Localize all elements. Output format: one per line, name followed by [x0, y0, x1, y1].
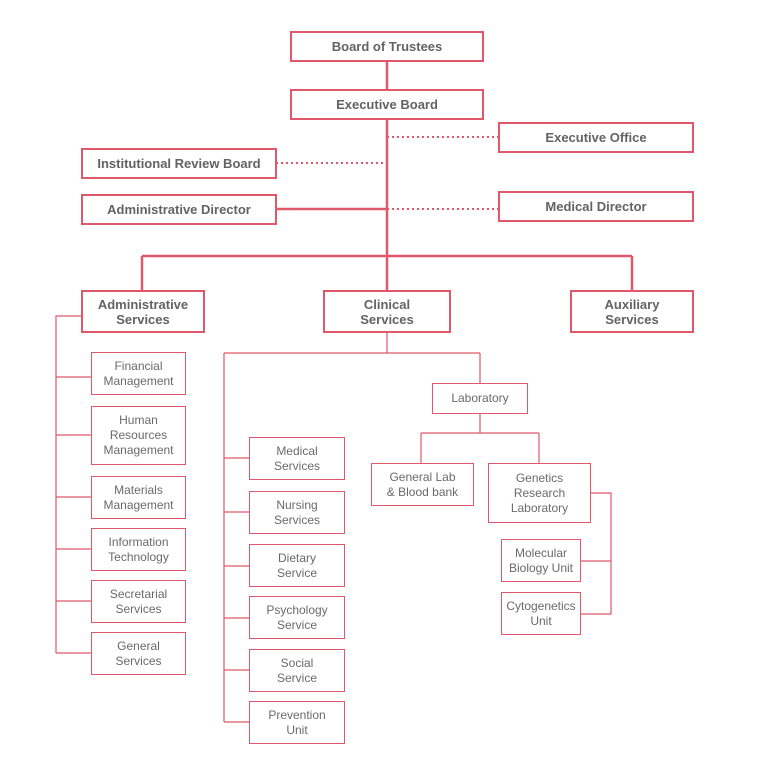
connector-genetics-bracket [580, 492, 612, 615]
clinical-services-box: Clinical Services [323, 290, 451, 333]
administrative-services-box: Administrative Services [81, 290, 205, 333]
materials-management-box: Materials Management [91, 476, 186, 519]
molecular-biology-unit-box: Molecular Biology Unit [501, 539, 581, 582]
administrative-director-box: Administrative Director [81, 194, 277, 225]
dietary-service-box: Dietary Service [249, 544, 345, 587]
general-lab-blood-bank-box: General Lab & Blood bank [371, 463, 474, 506]
executive-office-box: Executive Office [498, 122, 694, 153]
auxiliary-services-box: Auxiliary Services [570, 290, 694, 333]
genetics-research-laboratory-box: Genetics Research Laboratory [488, 463, 591, 523]
social-service-box: Social Service [249, 649, 345, 692]
human-resources-management-box: Human Resources Management [91, 406, 186, 465]
nursing-services-box: Nursing Services [249, 491, 345, 534]
institutional-review-board-box: Institutional Review Board [81, 148, 277, 179]
connector-admin-bracket [55, 315, 81, 653]
board-of-trustees-box: Board of Trustees [290, 31, 484, 62]
prevention-unit-box: Prevention Unit [249, 701, 345, 744]
general-services-box: General Services [91, 632, 186, 675]
psychology-service-box: Psychology Service [249, 596, 345, 639]
secretarial-services-box: Secretarial Services [91, 580, 186, 623]
financial-management-box: Financial Management [91, 352, 186, 395]
cytogenetics-unit-box: Cytogenetics Unit [501, 592, 581, 635]
laboratory-box: Laboratory [432, 383, 528, 414]
medical-services-box: Medical Services [249, 437, 345, 480]
information-technology-box: Information Technology [91, 528, 186, 571]
medical-director-box: Medical Director [498, 191, 694, 222]
executive-board-box: Executive Board [290, 89, 484, 120]
